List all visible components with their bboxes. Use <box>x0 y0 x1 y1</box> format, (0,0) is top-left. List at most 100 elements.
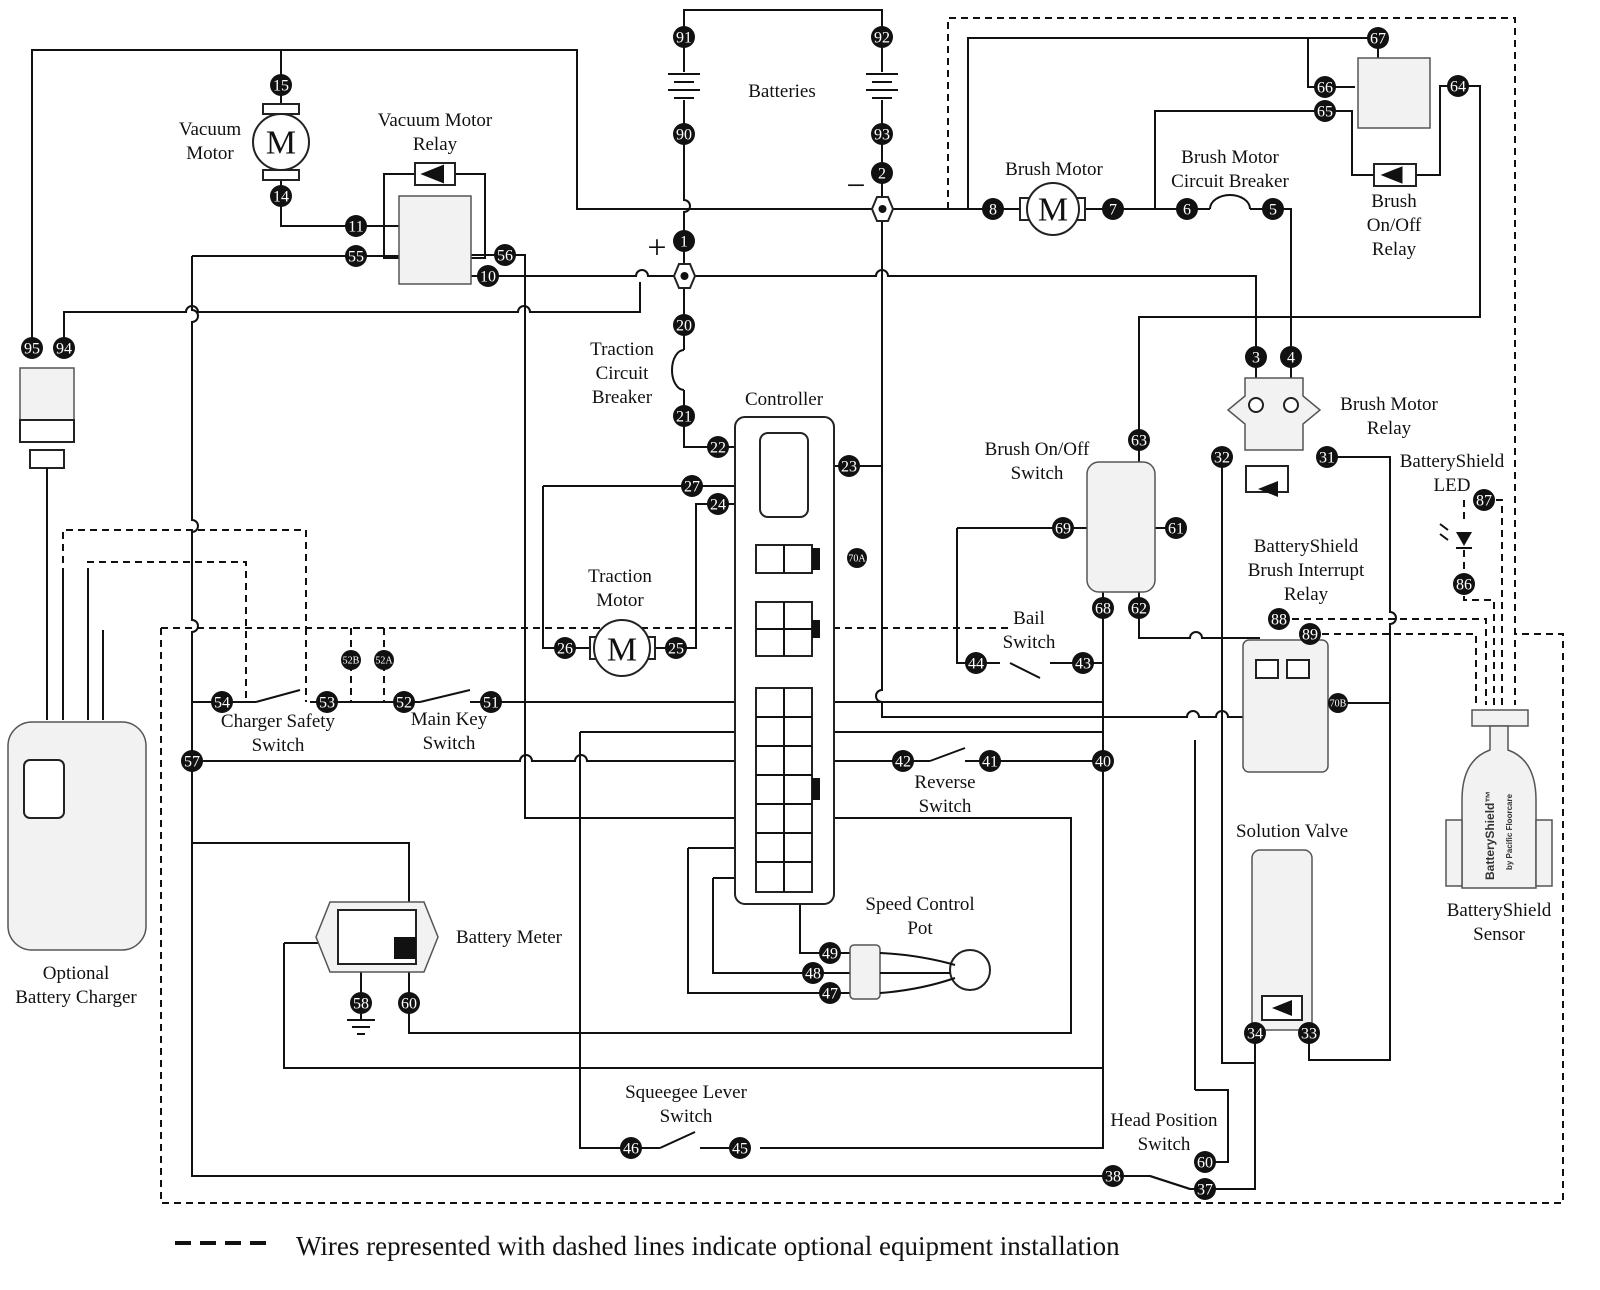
terminal-label: 58 <box>353 996 369 1013</box>
terminal-dot <box>345 245 367 267</box>
terminal-dot <box>477 265 499 287</box>
terminal-dot <box>673 123 695 145</box>
terminal-43: 43 <box>1072 652 1094 674</box>
terminal-dot <box>1102 1165 1124 1187</box>
terminal-label: 69 <box>1055 521 1071 538</box>
terminal-dot <box>1299 623 1321 645</box>
terminal-dot <box>729 1137 751 1159</box>
batteries <box>668 73 898 99</box>
terminal-dot <box>847 548 867 568</box>
terminal-label: 46 <box>623 1141 639 1158</box>
terminal-label: 47 <box>822 986 838 1003</box>
terminal-label: 5 <box>1269 202 1277 219</box>
terminal-label: 15 <box>273 78 289 95</box>
terminal-20: 20 <box>673 314 695 336</box>
label-brush-cb-2: Circuit Breaker <box>1171 171 1289 192</box>
terminal-dot <box>838 455 860 477</box>
terminal-45: 45 <box>729 1137 751 1159</box>
terminal-33: 33 <box>1298 1022 1320 1044</box>
label-brush-motor-relay-2: Relay <box>1367 418 1412 439</box>
terminal-dot <box>965 652 987 674</box>
label-vacuum-motor-2: Motor <box>186 143 234 164</box>
terminal-61: 61 <box>1165 517 1187 539</box>
terminal-hex-negative: − <box>846 168 895 222</box>
motor-symbol: M <box>1038 192 1068 229</box>
terminal-label: 60 <box>1197 1155 1213 1172</box>
label-squeegee-1: Squeegee Lever <box>625 1082 748 1103</box>
terminal-dot <box>1102 198 1124 220</box>
terminal-label: 27 <box>684 479 700 496</box>
terminal-dot <box>1165 517 1187 539</box>
terminal-32: 32 <box>1211 446 1233 468</box>
sensor-maker: by Pacific Floorcare <box>1505 793 1514 870</box>
terminal-4: 4 <box>1280 346 1302 368</box>
label-head-position-2: Switch <box>1138 1134 1191 1155</box>
label-squeegee-2: Switch <box>660 1106 713 1127</box>
terminal-label: 94 <box>56 341 72 358</box>
terminal-label: 87 <box>1476 493 1492 510</box>
terminal-hex-positive: + <box>647 230 697 289</box>
terminal-57: 57 <box>181 750 203 772</box>
terminal-52B: 52B <box>341 650 361 670</box>
label-bail-1: Bail <box>1013 608 1045 629</box>
terminal-dot <box>665 637 687 659</box>
vacuum-motor-relay <box>383 162 486 285</box>
terminal-dot <box>1316 446 1338 468</box>
terminal-40: 40 <box>1092 750 1114 772</box>
controller <box>734 416 835 905</box>
terminal-dot <box>270 74 292 96</box>
optional-dashed-wires <box>62 17 1564 1204</box>
terminal-label: 89 <box>1302 627 1318 644</box>
terminal-dot <box>1072 652 1094 674</box>
terminal-dot <box>979 750 1001 772</box>
terminal-label: 54 <box>214 695 230 712</box>
vacuum-motor: M <box>252 103 310 181</box>
terminal-22: 22 <box>707 436 729 458</box>
terminal-53: 53 <box>316 691 338 713</box>
terminal-label: 52A <box>375 656 393 667</box>
terminal-41: 41 <box>979 750 1001 772</box>
terminal-dot <box>819 942 841 964</box>
terminal-label: 20 <box>676 318 692 335</box>
terminal-dot <box>871 26 893 48</box>
terminal-label: 38 <box>1105 1169 1121 1186</box>
terminal-dot <box>871 123 893 145</box>
switch-glyphs <box>255 662 1191 1190</box>
terminal-56: 56 <box>494 244 516 266</box>
terminal-23: 23 <box>838 455 860 477</box>
terminal-dot <box>345 215 367 237</box>
label-bs-relay-3: Relay <box>1284 584 1329 605</box>
terminal-70B: 70B <box>1328 693 1348 713</box>
terminal-dot <box>494 244 516 266</box>
terminal-label: 66 <box>1317 80 1333 97</box>
terminal-52A: 52A <box>374 650 394 670</box>
terminal-dot <box>1328 693 1348 713</box>
terminal-37: 37 <box>1194 1178 1216 1200</box>
brush-onoff-relay <box>1357 57 1431 187</box>
terminal-dot <box>707 436 729 458</box>
speed-control-pot <box>849 944 991 1000</box>
terminal-6: 6 <box>1176 198 1198 220</box>
terminal-label: 60 <box>401 996 417 1013</box>
terminal-dot <box>398 992 420 1014</box>
label-brush-relay-1: Brush <box>1371 191 1417 212</box>
terminal-dot <box>707 493 729 515</box>
terminal-label: 41 <box>982 754 998 771</box>
terminal-69: 69 <box>1052 517 1074 539</box>
terminal-dot <box>1128 597 1150 619</box>
terminal-label: 49 <box>822 946 838 963</box>
terminal-86: 86 <box>1453 573 1475 595</box>
terminal-label: 43 <box>1075 656 1091 673</box>
terminal-52: 52 <box>393 691 415 713</box>
terminal-dot <box>1262 198 1284 220</box>
label-brush-relay-2: On/Off <box>1367 215 1422 236</box>
label-solution-valve: Solution Valve <box>1236 821 1348 842</box>
terminal-label: 62 <box>1131 601 1147 618</box>
motor-symbol: M <box>266 125 296 162</box>
terminal-54: 54 <box>211 691 233 713</box>
terminal-label: 95 <box>24 341 40 358</box>
terminal-14: 14 <box>270 185 292 207</box>
terminal-dot <box>393 691 415 713</box>
